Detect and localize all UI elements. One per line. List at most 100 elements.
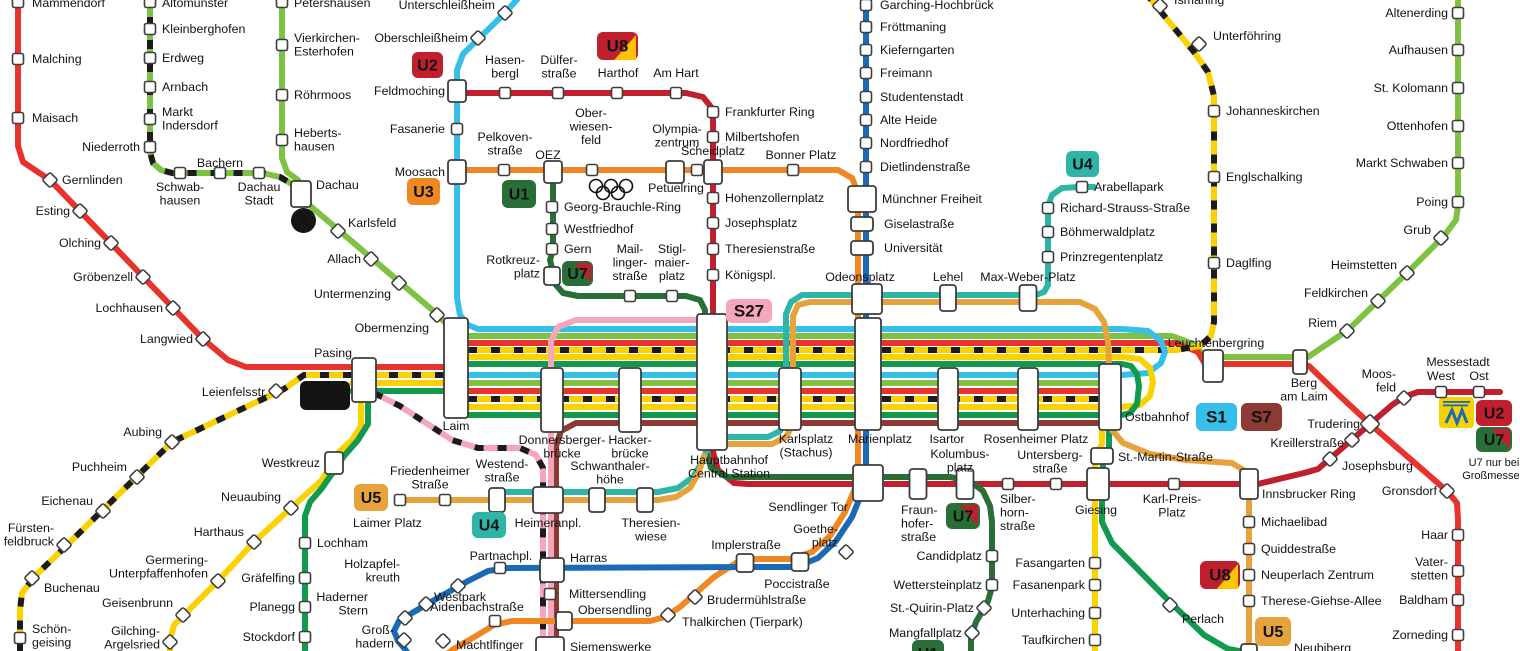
station-marker-donnersbergerbr-cke <box>540 367 564 433</box>
station-marker-scheidplatz <box>703 159 723 185</box>
badge-u5-icon <box>354 484 388 511</box>
station-marker-max-weber-platz <box>1018 284 1038 312</box>
station-marker-hohenzollernplatz <box>706 191 720 205</box>
station-label-max-weber-platz: Max-Weber-Platz <box>980 270 1075 284</box>
badge-u7-icon-accent <box>1491 429 1510 449</box>
station-marker-kreillerstra-e <box>1344 432 1360 448</box>
station-label-am-hart: Am Hart <box>653 66 699 80</box>
station-marker-unterf-hring <box>1191 36 1207 52</box>
station-marker-olympiazentrum <box>665 160 685 184</box>
station-label-milbertshofen: Milbertshofen <box>725 130 799 144</box>
station-label-mammendorf: Mammendorf <box>32 0 106 10</box>
station-marker-fasanerie <box>450 122 464 136</box>
badge-u3-label: U3 <box>413 184 434 201</box>
station-marker-pelkovenstra-e <box>497 163 511 177</box>
station-label-f-rstenfeldbruck: Fürsten- <box>8 521 54 535</box>
station-label-gr-felfing: Gräfelfing <box>241 571 295 585</box>
note-gro-messen: Großmessen <box>1462 470 1520 482</box>
station-label-marienplatz: Marienplatz <box>848 432 912 446</box>
messe-logo-textline <box>1443 401 1470 403</box>
station-marker-arnbach <box>143 80 157 94</box>
station-marker-friedenheimer-stra-e <box>438 493 452 507</box>
station-marker-markt-indersdorf <box>143 112 157 126</box>
station-label-therese-giehse-allee: Therese-Giehse-Allee <box>1261 594 1382 608</box>
station-marker-petuelring <box>690 163 704 177</box>
station-marker-freimann <box>859 66 873 80</box>
station-marker-daglfing <box>1207 256 1221 270</box>
station-label-markt-schwaben: Markt Schwaben <box>1356 156 1448 170</box>
station-label-stockdorf: Stockdorf <box>243 630 296 644</box>
station-marker-machtlfinger <box>435 633 451 649</box>
station-label-vaterstetten: Vater- <box>1415 555 1448 569</box>
station-label-haderner-stern: Haderner <box>316 590 368 604</box>
station-label-rotkreuzplatz: platz <box>514 267 540 281</box>
station-label-berg-am-laim: am Laim <box>1280 390 1328 404</box>
station-label-wettersteinplatz: Wettersteinplatz <box>893 578 982 592</box>
station-label-harthaus: Harthaus <box>194 525 244 539</box>
station-label-implerstra-e: Implerstraße <box>711 538 781 552</box>
station-label-gro-hadern: Groß- <box>362 623 394 637</box>
station-label-georg-brauchle-ring: Georg-Brauchle-Ring <box>564 200 681 214</box>
station-marker-untermenzing <box>391 275 407 291</box>
station-marker-nordfriedhof <box>859 136 873 150</box>
station-label-schwanthalerh-he: Schwanthaler- <box>570 459 649 473</box>
station-label-bruderm-hlstra-e: Brudermühlstraße <box>707 593 806 607</box>
station-marker-gr-felfing <box>298 571 312 585</box>
station-label-kolumbusplatz: Kolumbus- <box>930 447 989 461</box>
badge-u1-icon <box>912 640 944 651</box>
station-label-germering-unterpfaffenhofen: Germering- <box>145 553 208 567</box>
olympic-rings-icon <box>595 185 611 201</box>
station-label-unterhaching: Unterhaching <box>1011 606 1085 620</box>
station-marker-harthaus <box>246 534 262 550</box>
station-marker-berg-am-laim <box>1292 349 1308 375</box>
station-label-r-hrmoos: Röhrmoos <box>294 88 351 102</box>
badge-s7-label: S7 <box>1251 408 1272 427</box>
station-marker-heimeranpl- <box>532 486 564 514</box>
station-label-hohenzollernplatz: Hohenzollernplatz <box>725 191 824 205</box>
station-label-hasenbergl: Hasen- <box>485 53 525 67</box>
station-label-theresienstra-e: Theresienstraße <box>725 242 815 256</box>
station-marker-taufkirchen <box>1088 633 1102 647</box>
badge-u2-label: U2 <box>417 58 438 75</box>
station-label-fraunhoferstra-e: hofer- <box>901 517 933 531</box>
station-marker-goetheplatz <box>838 544 854 560</box>
station-label-stiglmaierplatz: maier- <box>654 256 689 270</box>
station-marker-ismaning <box>1152 0 1168 14</box>
station-marker-m-nchner-freiheit <box>847 185 877 213</box>
badge-u2-icon <box>1476 400 1512 426</box>
station-label-heimeranpl-: Heimeranpl. <box>515 516 582 530</box>
station-marker-haderner-stern <box>397 610 413 626</box>
station-marker-maillingerstra-e <box>623 289 637 303</box>
messe-logo-textline <box>1443 404 1468 407</box>
station-label-fraunhoferstra-e: straße <box>901 530 936 544</box>
station-marker-josephsburg <box>1322 451 1338 467</box>
station-label-neuperlach-zentrum: Neuperlach Zentrum <box>1261 568 1374 582</box>
station-label-karlsplatz-stachus-: (Stachus) <box>779 446 832 460</box>
station-label-pelkovenstra-e: Pelkoven- <box>477 130 532 144</box>
badge-u7-label: U7 <box>567 266 588 283</box>
station-marker-gro-hadern <box>396 632 412 648</box>
station-label-laimer-platz: Laimer Platz <box>353 516 422 530</box>
line-a-line-dash <box>147 0 294 187</box>
station-marker-gernlinden <box>42 172 58 188</box>
badge-u7-icon-accent <box>575 263 591 283</box>
station-label-lehel: Lehel <box>933 270 963 284</box>
station-marker-riem <box>1339 323 1355 339</box>
station-label-holzapfelkreuth: Holzapfel- <box>344 557 400 571</box>
station-marker-johanneskirchen <box>1207 104 1221 118</box>
station-marker-oberwiesenfeld <box>585 163 599 177</box>
station-marker-dachau <box>290 180 312 208</box>
station-label-kolumbusplatz: platz <box>947 461 973 475</box>
station-label-goetheplatz: Goethe- <box>793 522 838 536</box>
station-marker-moosfeld <box>1396 390 1412 406</box>
station-marker-fasanenpark <box>1088 578 1102 592</box>
station-label-josephsplatz: Josephsplatz <box>725 216 797 230</box>
station-label-obersendling: Obersendling <box>578 603 652 617</box>
badge-u1-label: U1 <box>509 187 530 204</box>
station-marker-oberschlei-heim <box>470 30 486 46</box>
station-marker-st-martin-stra-e <box>1090 447 1114 465</box>
station-label-buchenau: Buchenau <box>44 581 100 595</box>
badge-a-icon <box>291 208 316 233</box>
